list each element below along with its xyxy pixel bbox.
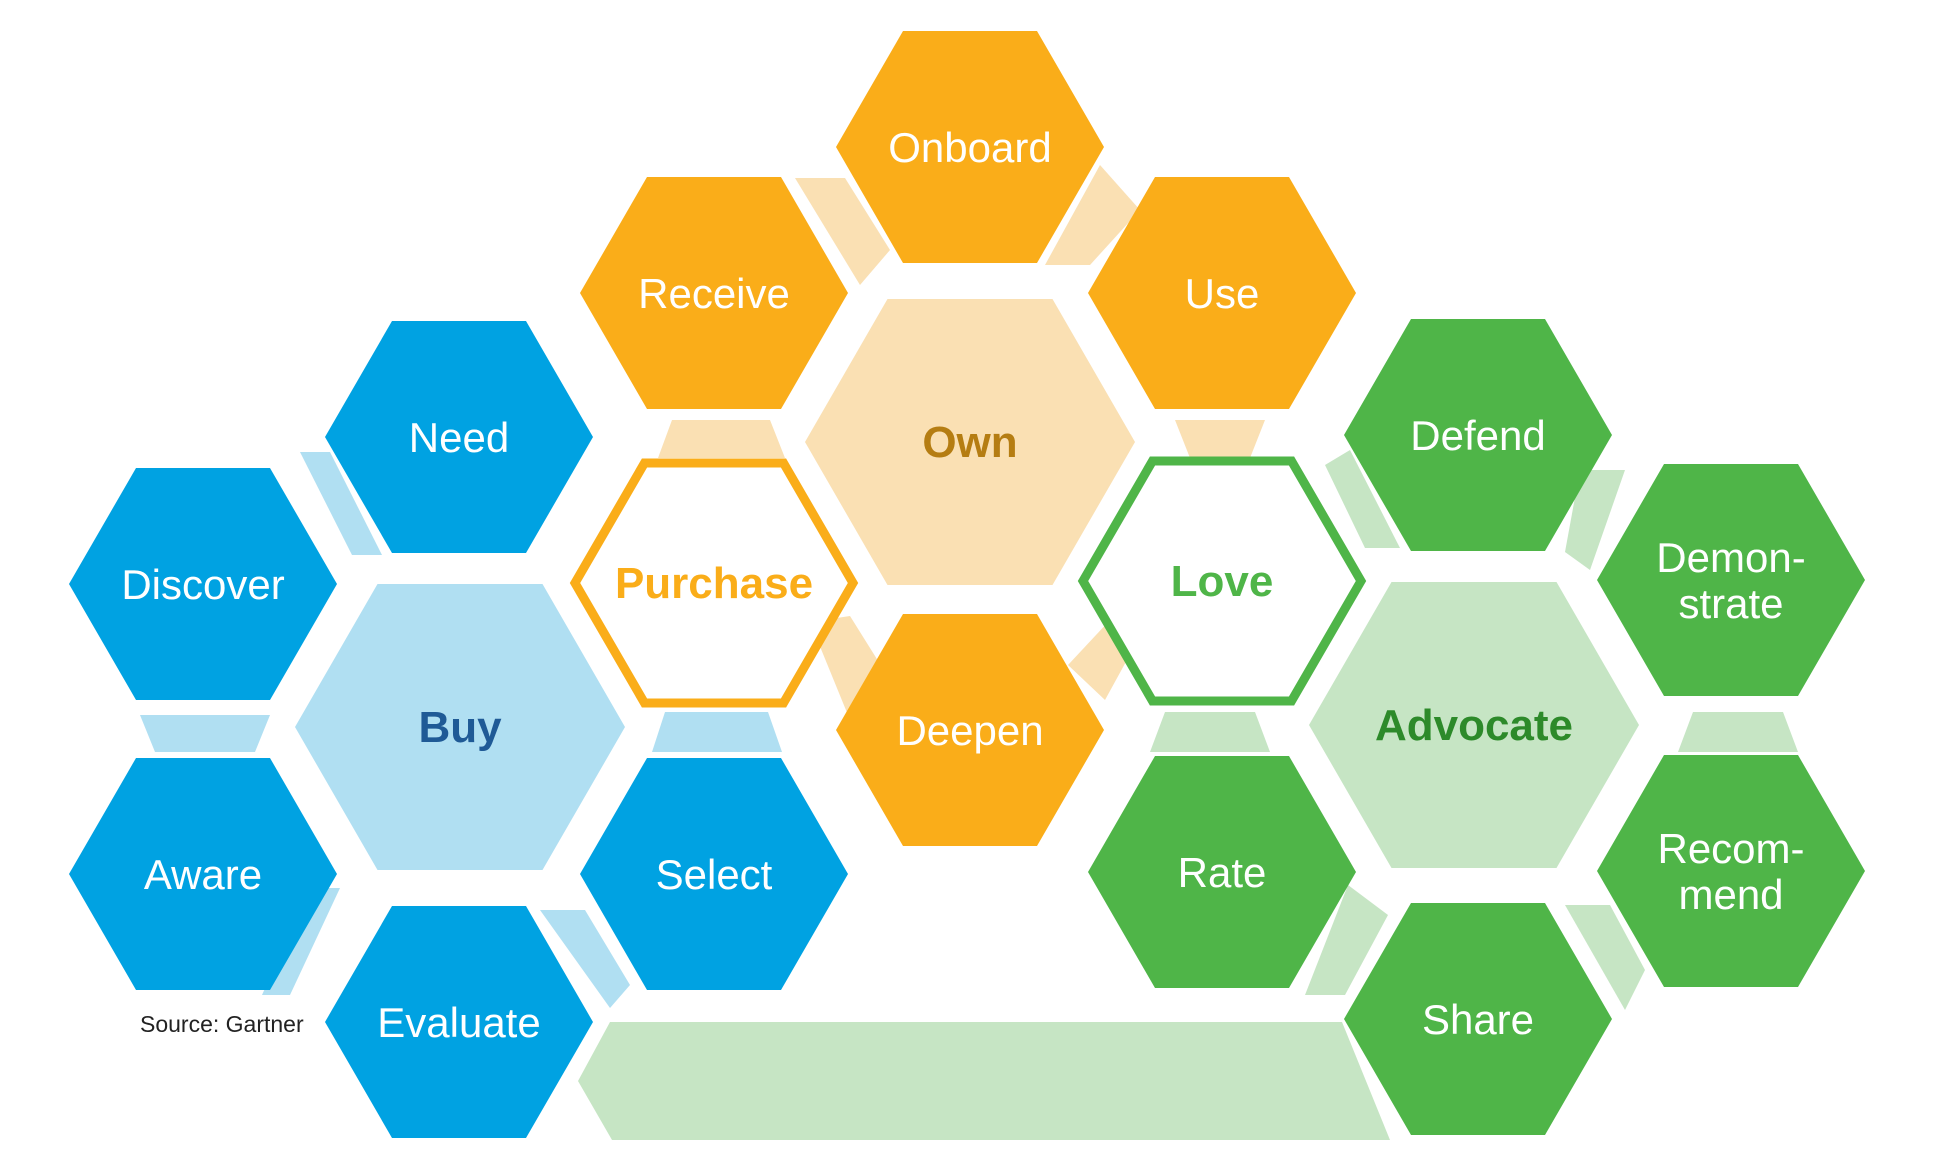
connector-use-love — [1175, 420, 1265, 458]
connector-discover-aware — [140, 715, 270, 752]
hex-recommend: Recom-mend — [1597, 755, 1865, 987]
connector-defend-love — [1325, 450, 1400, 548]
connector-love-rate — [1150, 712, 1270, 752]
hex-discover-label: Discover — [121, 561, 284, 608]
connector-demonstrate-recommend — [1678, 712, 1798, 752]
hex-buy-center-shape — [295, 584, 625, 870]
hex-demonstrate-shape — [1597, 464, 1865, 696]
connector-onboard-use — [1045, 165, 1140, 265]
hex-defend: Defend — [1344, 319, 1612, 551]
connector-rate-share — [1305, 885, 1388, 995]
hex-deepen: Deepen — [836, 614, 1104, 846]
hex-rate-shape — [1088, 756, 1356, 988]
hex-receive-label: Receive — [638, 270, 790, 317]
hex-onboard-shape — [836, 31, 1104, 263]
hex-use-label: Use — [1185, 270, 1260, 317]
hex-love-label: Love — [1171, 557, 1274, 606]
connector-defend-demonstrate — [1565, 470, 1625, 570]
hex-advocate-center-shape — [1309, 582, 1639, 868]
hex-share: Share — [1344, 903, 1612, 1135]
hex-purchase-shape — [569, 458, 859, 708]
hex-discover: Discover — [69, 468, 337, 700]
hex-share-shape — [1344, 903, 1612, 1135]
source-caption: Source: Gartner — [140, 1011, 304, 1037]
hex-buy-center-label: Buy — [418, 703, 502, 752]
hex-use-shape — [1088, 177, 1356, 409]
hex-advocate-center-label: Advocate — [1375, 701, 1573, 750]
hex-evaluate-shape — [325, 906, 593, 1138]
hex-own-center-shape — [805, 299, 1135, 585]
hex-select-label: Select — [656, 851, 773, 898]
hex-demonstrate: Demon-strate — [1597, 464, 1865, 696]
hex-defend-shape — [1344, 319, 1612, 551]
hex-receive-shape — [580, 177, 848, 409]
hex-select: Select — [580, 758, 848, 990]
hex-advocate-center: Advocate — [1309, 582, 1639, 868]
connector-evaluate-share-bar — [578, 1022, 1390, 1140]
hex-need-label: Need — [409, 414, 509, 461]
hex-deepen-shape — [836, 614, 1104, 846]
hex-discover-shape — [69, 468, 337, 700]
hex-own-center-label: Own — [922, 418, 1017, 467]
connector-purchase-select — [652, 712, 782, 752]
hex-defend-label: Defend — [1410, 412, 1545, 459]
hex-aware: Aware — [69, 758, 337, 990]
hex-evaluate-label: Evaluate — [377, 999, 540, 1046]
hex-rate: Rate — [1088, 756, 1356, 988]
hex-aware-shape — [69, 758, 337, 990]
hex-recommend-shape — [1597, 755, 1865, 987]
hex-evaluate: Evaluate — [325, 906, 593, 1138]
hex-love-shape — [1077, 456, 1367, 706]
hex-demonstrate-label: Demon-strate — [1656, 534, 1805, 627]
hex-love: Love — [1077, 456, 1367, 706]
hex-rate-label: Rate — [1178, 849, 1267, 896]
hex-deepen-label: Deepen — [896, 707, 1043, 754]
hex-use: Use — [1088, 177, 1356, 409]
connector-receive-onboard — [795, 178, 890, 285]
connector-evaluate-select — [540, 910, 630, 1008]
hex-aware-label: Aware — [144, 851, 262, 898]
hex-onboard: Onboard — [836, 31, 1104, 263]
hex-own-center: Own — [805, 299, 1135, 585]
connector-need-discover — [300, 452, 382, 555]
hex-select-shape — [580, 758, 848, 990]
hex-receive: Receive — [580, 177, 848, 409]
hex-need: Need — [325, 321, 593, 553]
hex-need-shape — [325, 321, 593, 553]
hex-buy-center: Buy — [295, 584, 625, 870]
connector-recommend-share — [1565, 905, 1645, 1010]
hex-onboard-label: Onboard — [888, 124, 1051, 171]
hex-share-label: Share — [1422, 996, 1534, 1043]
hex-purchase: Purchase — [569, 458, 859, 708]
hex-purchase-label: Purchase — [615, 559, 813, 608]
hex-recommend-label: Recom-mend — [1657, 825, 1804, 918]
connector-receive-purchase — [658, 420, 785, 458]
